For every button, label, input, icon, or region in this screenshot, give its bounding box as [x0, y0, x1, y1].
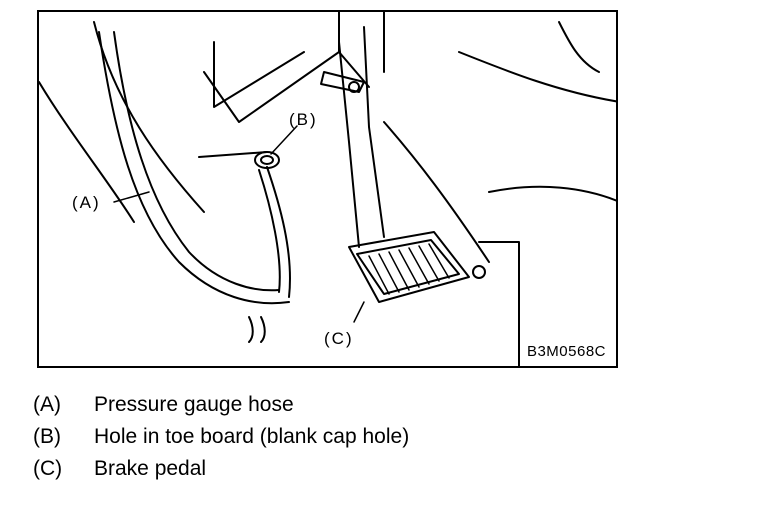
hose-loop-1 [266, 166, 291, 298]
blank-cap-inner [260, 155, 274, 165]
legend-row-b: (B) Hole in toe board (blank cap hole) [33, 425, 733, 457]
leader-c [353, 301, 365, 323]
right-contour-1 [458, 51, 616, 103]
pedal-arm-left [338, 41, 360, 248]
brake-pedal-pad [348, 231, 470, 303]
toe-board-line-2 [203, 51, 340, 123]
legend-text: Pressure gauge hose [94, 393, 294, 416]
legend-key: (B) [33, 425, 61, 448]
pedal-pivot [348, 81, 360, 93]
left-panel-edge [93, 21, 205, 213]
legend-text: Hole in toe board (blank cap hole) [94, 425, 410, 448]
pressure-hose-inner [113, 31, 280, 292]
right-panel [478, 241, 520, 366]
legend-key: (C) [33, 457, 63, 480]
pedal-arm-right [363, 26, 385, 238]
diagram-figure: (A) (B) (C) B3M0568C [37, 10, 618, 368]
leader-b [270, 125, 298, 155]
brake-pedal-ribs [368, 243, 450, 295]
leader-a [113, 191, 150, 203]
legend-key: (A) [33, 393, 61, 416]
hose-loop-2 [258, 169, 281, 293]
figure-code: B3M0568C [526, 343, 606, 360]
legend: (A) Pressure gauge hose (B) Hole in toe … [33, 393, 733, 489]
toe-board-line-3 [213, 41, 305, 108]
left-panel [39, 81, 135, 223]
brake-pedal-pad-inner [356, 239, 460, 295]
blank-cap-hole [254, 151, 280, 169]
line-drawing [39, 12, 616, 366]
callout-a: (A) [72, 193, 101, 212]
pressure-hose-outer [98, 31, 290, 305]
pedal-arm-bracket [320, 71, 365, 93]
legend-row-a: (A) Pressure gauge hose [33, 393, 733, 425]
toe-board-line-1 [198, 151, 268, 158]
callout-b: (B) [289, 110, 318, 129]
right-contour-3 [558, 21, 600, 73]
callout-c: (C) [324, 329, 354, 348]
bottom-mark-1 [248, 316, 254, 343]
bottom-mark-2 [260, 316, 266, 343]
legend-text: Brake pedal [94, 457, 207, 480]
right-contour-2 [488, 185, 616, 202]
floor-line [383, 121, 490, 263]
legend-row-c: (C) Brake pedal [33, 457, 733, 489]
right-bolt [472, 265, 486, 279]
